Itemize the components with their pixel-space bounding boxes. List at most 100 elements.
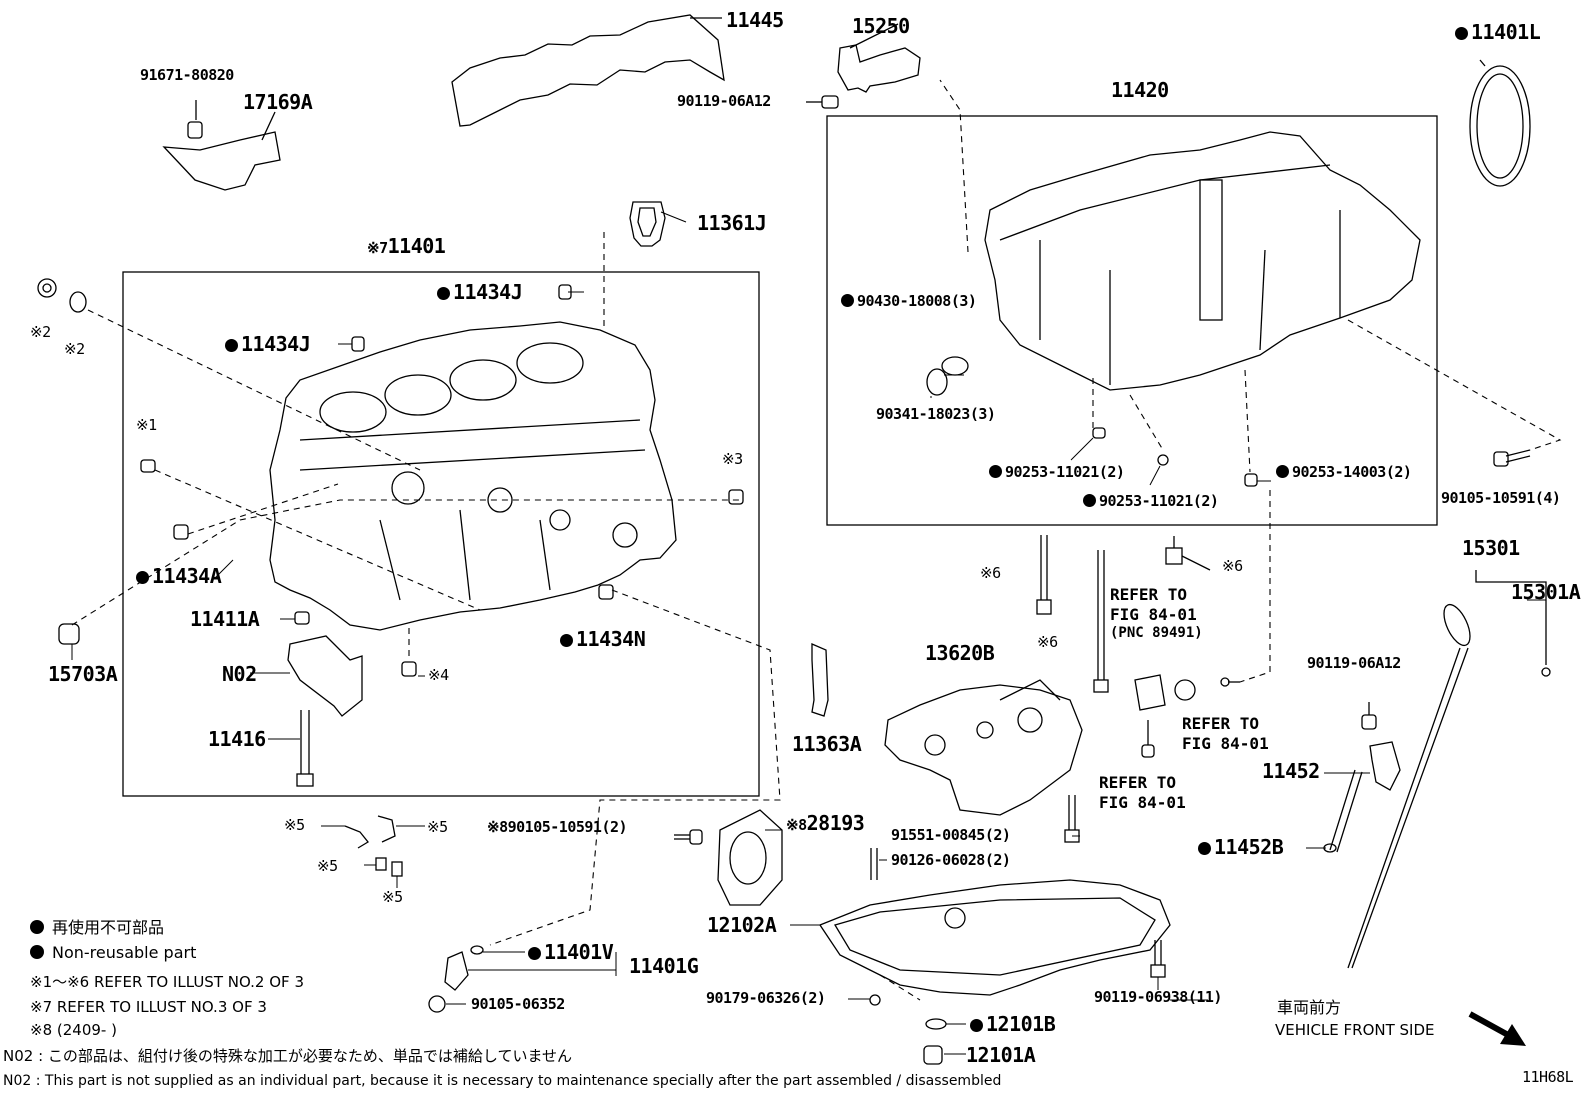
oil-pan-upper-11420 <box>984 131 1421 391</box>
non-reusable-dot-icon <box>1455 27 1468 40</box>
label-90119-06938: 90119-06938(11) <box>1094 988 1222 1006</box>
label-15250: 15250 <box>852 14 910 38</box>
refer-line: REFER TO <box>1110 585 1188 604</box>
mark-5d: ※5 <box>382 888 403 906</box>
vehicle-front-en: VEHICLE FRONT SIDE <box>1275 1021 1435 1039</box>
label-91671-80820: 91671-80820 <box>140 66 234 84</box>
label-90105-10591-4: 90105-10591(4) <box>1441 489 1561 507</box>
oil-pan-lower-12102A <box>819 879 1171 996</box>
non-reusable-dot-icon <box>841 294 854 307</box>
cylinder-block-group-box <box>122 271 760 797</box>
label-15301: 15301 <box>1462 536 1520 560</box>
label-11434A: 11434A <box>136 566 222 586</box>
label-12102A: 12102A <box>707 913 777 937</box>
non-reusable-dot-icon <box>437 287 450 300</box>
label-90105-06352: 90105-06352 <box>471 995 565 1013</box>
oil-pan-upper-group-box <box>826 115 1438 526</box>
non-reusable-dot-icon <box>989 465 1002 478</box>
label-11420: 11420 <box>1111 78 1169 102</box>
label-90126-06028: 90126-06028(2) <box>891 851 1011 869</box>
non-reusable-dot-icon <box>560 634 573 647</box>
refer-block-2: REFER TO FIG 84-01 <box>1182 714 1269 754</box>
non-reusable-dot-icon <box>30 945 44 959</box>
dipstick-guide-11452 <box>1369 741 1401 791</box>
label-13620B: 13620B <box>925 641 995 665</box>
label-11361J: 11361J <box>697 211 767 235</box>
mark-2a: ※2 <box>30 323 51 341</box>
label-12101B: 12101B <box>970 1014 1056 1034</box>
label-11363A: 11363A <box>792 732 862 756</box>
non-reusable-dot-icon <box>970 1019 983 1032</box>
label-11434J-a: 11434J <box>437 282 523 302</box>
label-90253-11021-b: 90253-11021(2) <box>1083 494 1219 509</box>
refer-line: REFER TO <box>1099 773 1177 792</box>
label-11416: 11416 <box>208 727 266 751</box>
non-reusable-dot-icon <box>1083 494 1096 507</box>
refer-block-1: REFER TO FIG 84-01 (PNC 89491) <box>1110 585 1203 643</box>
legend-en: Non-reusable part <box>30 945 196 961</box>
label-11401V: 11401V <box>528 942 614 962</box>
mark-6a: ※6 <box>980 564 1001 582</box>
label-17169A: 17169A <box>243 90 313 114</box>
oil-seal-11401L <box>1469 65 1531 187</box>
label-28193: ※828193 <box>786 811 865 835</box>
mark-5a: ※5 <box>284 816 305 834</box>
vehicle-front-arrow <box>1468 1011 1526 1046</box>
label-15703A: 15703A <box>48 662 118 686</box>
dipstick-15301 <box>1443 603 1471 647</box>
mark-3: ※3 <box>722 450 743 468</box>
label-11401L: 11401L <box>1455 22 1541 42</box>
label-11434J-b: 11434J <box>225 334 311 354</box>
note-4: N02 : この部品は、組付け後の特殊な加工が必要なため、単品では補給していませ… <box>3 1047 573 1065</box>
cylinder-block-11401 <box>269 321 677 631</box>
refer-line: (PNC 89491) <box>1110 625 1203 641</box>
label-90341-18023: 90341-18023(3) <box>876 405 996 423</box>
label-11452: 11452 <box>1262 759 1320 783</box>
label-11434N: 11434N <box>560 629 646 649</box>
refer-line: FIG 84-01 <box>1099 793 1186 812</box>
label-90253-14003: 90253-14003(2) <box>1276 465 1412 480</box>
mark-1: ※1 <box>136 416 157 434</box>
oil-pump-13620B <box>884 684 1083 816</box>
note-5: N02 : This part is not supplied as an in… <box>3 1073 1002 1089</box>
label-90119-06A12-right: 90119-06A12 <box>1307 654 1401 672</box>
non-reusable-dot-icon <box>1198 842 1211 855</box>
non-reusable-dot-icon <box>136 571 149 584</box>
gasket-11361J <box>629 201 666 247</box>
bearing-cap-N02 <box>287 635 363 717</box>
refer-block-3: REFER TO FIG 84-01 <box>1099 773 1186 813</box>
bracket-17169A <box>162 131 281 191</box>
label-91551-00845: 91551-00845(2) <box>891 826 1011 844</box>
mark-6c: ※6 <box>1037 633 1058 651</box>
refer-line: FIG 84-01 <box>1110 605 1197 624</box>
mark-5c: ※5 <box>317 857 338 875</box>
mark-5b: ※5 <box>427 818 448 836</box>
refer-line: FIG 84-01 <box>1182 734 1269 753</box>
non-reusable-dot-icon <box>1276 465 1289 478</box>
note-3: ※8 (2409- ) <box>30 1021 117 1039</box>
label-N02: N02 <box>222 662 257 686</box>
label-90179-06326: 90179-06326(2) <box>706 989 826 1007</box>
label-90119-06A12-top: 90119-06A12 <box>677 92 771 110</box>
refer-line: REFER TO <box>1182 714 1260 733</box>
label-11401G: 11401G <box>629 954 699 978</box>
illustration-code: 11H68L <box>1522 1068 1574 1086</box>
label-90253-11021-a: 90253-11021(2) <box>989 465 1125 480</box>
label-15301A: 15301A <box>1511 580 1581 604</box>
hose-11363A <box>811 643 829 717</box>
mark-4: ※4 <box>428 666 449 684</box>
label-11452B: 11452B <box>1198 837 1284 857</box>
note-1: ※1～※6 REFER TO ILLUST NO.2 OF 3 <box>30 973 304 991</box>
mark-2b: ※2 <box>64 340 85 358</box>
cover-plate-11445 <box>451 14 725 127</box>
legend-jp: 再使用不可部品 <box>30 920 164 936</box>
non-reusable-dot-icon <box>30 920 44 934</box>
vehicle-front-jp: 車両前方 <box>1277 998 1342 1017</box>
label-11401: ※711401 <box>367 234 446 258</box>
non-reusable-dot-icon <box>225 339 238 352</box>
label-90105-10591-2: ※890105-10591(2) <box>487 818 628 836</box>
label-11445: 11445 <box>726 8 784 32</box>
label-11411A: 11411A <box>190 607 260 631</box>
sensor-15250 <box>837 44 921 93</box>
